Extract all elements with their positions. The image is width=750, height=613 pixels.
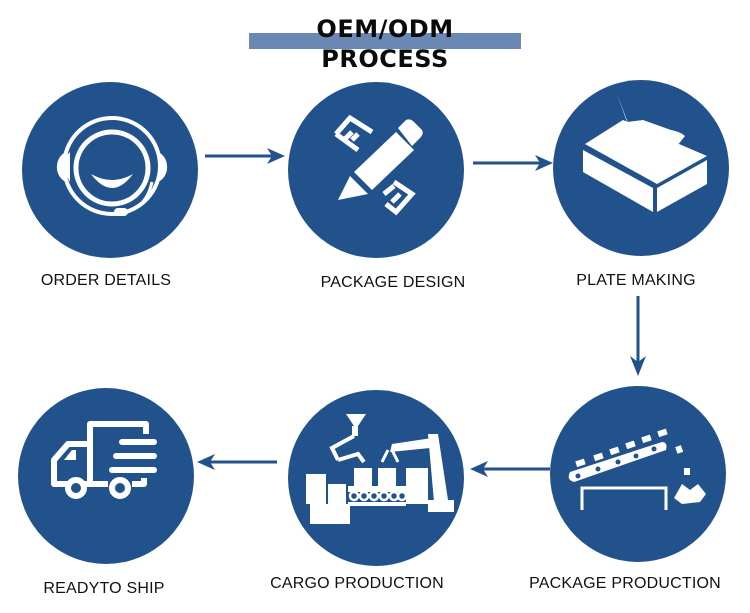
- step-package-production-circle: [550, 386, 726, 562]
- arrow-left-2: [197, 454, 277, 470]
- step-label-ready-to-ship: READYTO SHIP: [43, 580, 165, 597]
- step-ready-to-ship-circle: [18, 388, 194, 564]
- arrow-right-1: [205, 148, 285, 164]
- conveyor-belt-icon: [568, 428, 706, 510]
- factory-robot-arm-icon: [306, 414, 454, 524]
- step-label-plate-making: PLATE MAKING: [576, 272, 696, 289]
- step-label-cargo-production: CARGO PRODUCTION: [270, 575, 444, 592]
- arrow-right-2: [473, 155, 553, 171]
- step-label-order-details: ORDER DETAILS: [40, 272, 172, 289]
- step-plate-making-circle: [553, 80, 729, 256]
- diagram-title-block: OEM/ODM PROCESS: [249, 10, 521, 73]
- title-underline-bar: [249, 33, 521, 49]
- diagram-title: OEM/ODM PROCESS: [316, 15, 454, 73]
- step-cargo-production-circle: [288, 390, 464, 566]
- headset-customer-service-icon: [56, 116, 168, 216]
- delivery-truck-icon: [51, 421, 157, 499]
- step-label-package-production: PACKAGE PRODUCTION: [529, 575, 721, 592]
- arrow-left-1: [470, 461, 550, 477]
- step-package-design-circle: [288, 82, 464, 258]
- box-icon: [583, 94, 707, 212]
- step-order-details-circle: [22, 82, 198, 258]
- step-label-package-design: PACKAGE DESIGN: [320, 274, 466, 291]
- arrow-down-1: [630, 296, 646, 376]
- pencil-ruler-icon: [334, 114, 423, 216]
